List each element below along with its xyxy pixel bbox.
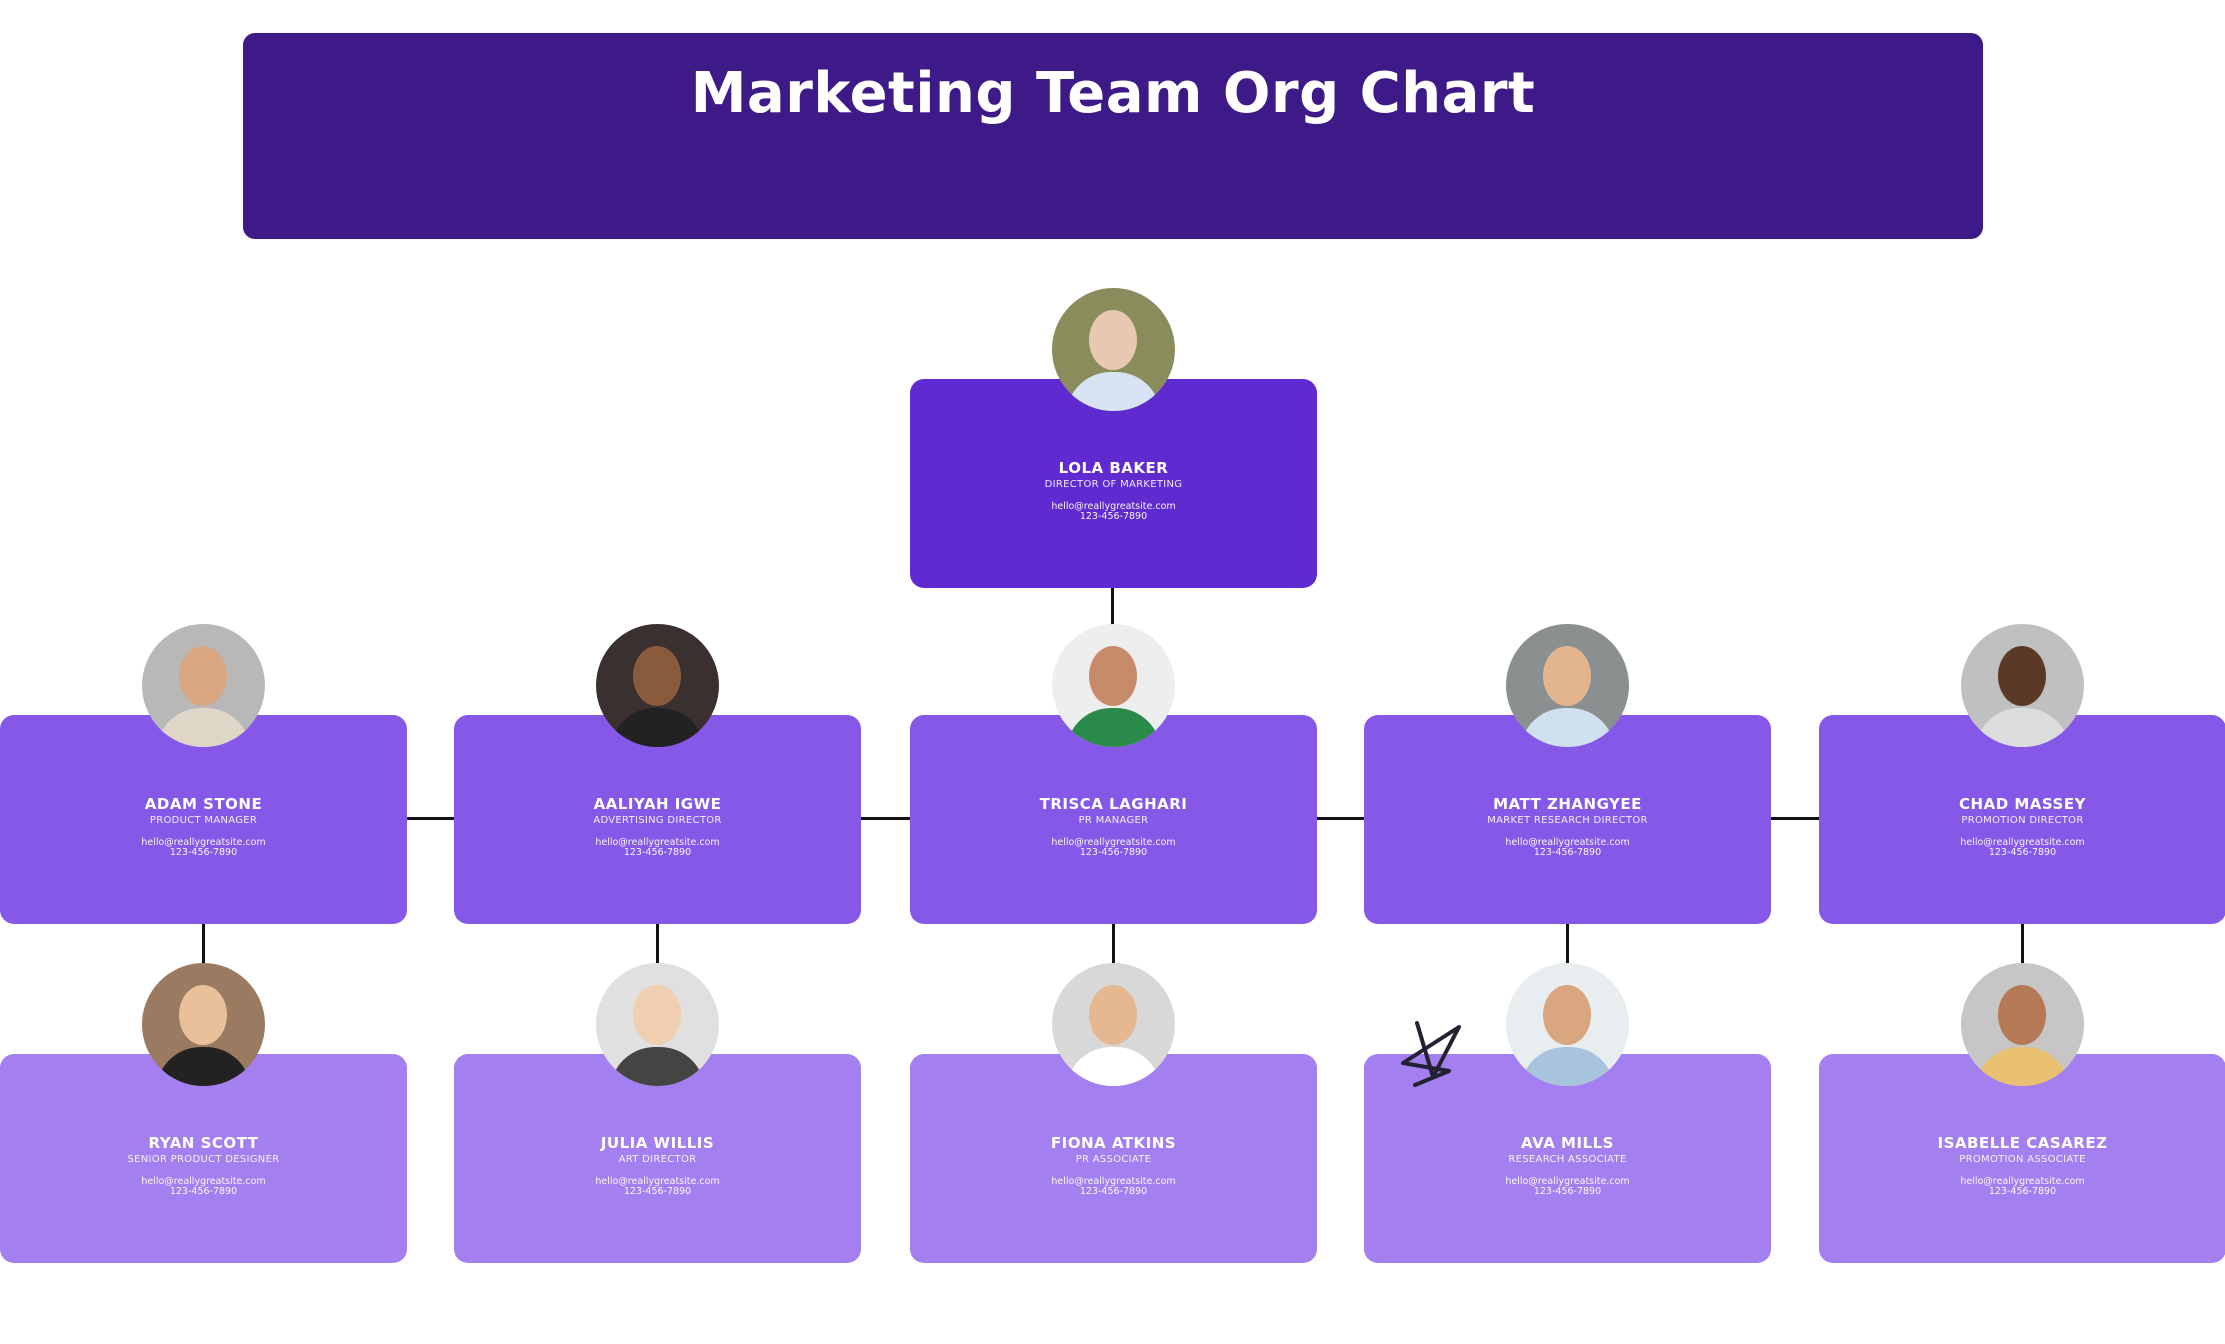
card-staff: FIONA ATKINS PR ASSOCIATE hello@reallygrea… (910, 1054, 1317, 1263)
person-name: RYAN SCOTT (148, 1134, 259, 1152)
avatar (142, 963, 265, 1086)
person-email: hello@reallygreatsite.com (1960, 1176, 2085, 1187)
person-phone: 123-456-7890 (169, 847, 238, 858)
person-email: hello@reallygreatsite.com (141, 837, 266, 848)
card-director: LOLA BAKER DIRECTOR OF MARKETING hello@rea… (910, 379, 1317, 588)
person-name: TRISCA LAGHARI (1039, 795, 1188, 813)
person-role: DIRECTOR OF MARKETING (1044, 479, 1183, 490)
person-phone: 123-456-7890 (623, 1186, 692, 1197)
person-email: hello@reallygreatsite.com (1051, 1176, 1176, 1187)
avatar (1961, 624, 2084, 747)
person-name: JULIA WILLIS (600, 1134, 715, 1152)
card-staff: AVA MILLS RESEARCH ASSOCIATE hello@reallyg… (1364, 1054, 1771, 1263)
person-role: PR MANAGER (1078, 815, 1149, 826)
person-name: FIONA ATKINS (1050, 1134, 1177, 1152)
card-staff: ISABELLE CASAREZ PROMOTION ASSOCIATE hello… (1819, 1054, 2225, 1263)
card-manager: ADAM STONE PRODUCT MANAGER hello@reallygre… (0, 715, 407, 924)
person-role: ADVERTISING DIRECTOR (593, 815, 722, 826)
person-role: MARKET RESEARCH DIRECTOR (1487, 815, 1648, 826)
person-name: CHAD MASSEY (1959, 795, 2086, 813)
person-name: AALIYAH IGWE (593, 795, 722, 813)
avatar (1052, 963, 1175, 1086)
person-phone: 123-456-7890 (1079, 847, 1148, 858)
star-doodle-icon (1401, 1021, 1461, 1087)
person-email: hello@reallygreatsite.com (595, 1176, 720, 1187)
person-email: hello@reallygreatsite.com (141, 1176, 266, 1187)
card-manager: MATT ZHANGYEE MARKET RESEARCH DIRECTOR hel… (1364, 715, 1771, 924)
avatar (1506, 624, 1629, 747)
person-phone: 123-456-7890 (1988, 1186, 2057, 1197)
person-role: PROMOTION DIRECTOR (1961, 815, 2084, 826)
person-name: LOLA BAKER (1058, 459, 1169, 477)
person-phone: 123-456-7890 (1079, 1186, 1148, 1197)
avatar (1052, 288, 1175, 411)
card-staff: JULIA WILLIS ART DIRECTOR hello@reallygrea… (454, 1054, 861, 1263)
person-name: MATT ZHANGYEE (1493, 795, 1642, 813)
person-phone: 123-456-7890 (1988, 847, 2057, 858)
person-email: hello@reallygreatsite.com (1505, 837, 1630, 848)
person-email: hello@reallygreatsite.com (1960, 837, 2085, 848)
person-email: hello@reallygreatsite.com (1505, 1176, 1630, 1187)
avatar (142, 624, 265, 747)
person-role: ART DIRECTOR (618, 1154, 697, 1165)
person-email: hello@reallygreatsite.com (1051, 837, 1176, 848)
avatar (1052, 624, 1175, 747)
person-role: PROMOTION ASSOCIATE (1959, 1154, 2086, 1165)
avatar (1961, 963, 2084, 1086)
page-title: Marketing Team Org Chart (690, 61, 1536, 126)
card-manager: CHAD MASSEY PROMOTION DIRECTOR hello@reall… (1819, 715, 2225, 924)
avatar (596, 624, 719, 747)
person-phone: 123-456-7890 (1079, 511, 1148, 522)
avatar (1506, 963, 1629, 1086)
person-role: SENIOR PRODUCT DESIGNER (127, 1154, 280, 1165)
person-role: RESEARCH ASSOCIATE (1508, 1154, 1627, 1165)
person-role: PRODUCT MANAGER (149, 815, 258, 826)
card-manager: TRISCA LAGHARI PR MANAGER hello@reallygrea… (910, 715, 1317, 924)
person-phone: 123-456-7890 (1533, 847, 1602, 858)
person-name: ADAM STONE (144, 795, 263, 813)
person-email: hello@reallygreatsite.com (1051, 501, 1176, 512)
avatar (596, 963, 719, 1086)
card-staff: RYAN SCOTT SENIOR PRODUCT DESIGNER hello@r… (0, 1054, 407, 1263)
person-phone: 123-456-7890 (169, 1186, 238, 1197)
person-email: hello@reallygreatsite.com (595, 837, 720, 848)
person-name: AVA MILLS (1521, 1134, 1614, 1152)
person-phone: 123-456-7890 (1533, 1186, 1602, 1197)
card-manager: AALIYAH IGWE ADVERTISING DIRECTOR hello@re… (454, 715, 861, 924)
person-name: ISABELLE CASAREZ (1937, 1134, 2108, 1152)
title-banner: Marketing Team Org Chart (243, 33, 1983, 239)
person-phone: 123-456-7890 (623, 847, 692, 858)
person-role: PR ASSOCIATE (1075, 1154, 1152, 1165)
